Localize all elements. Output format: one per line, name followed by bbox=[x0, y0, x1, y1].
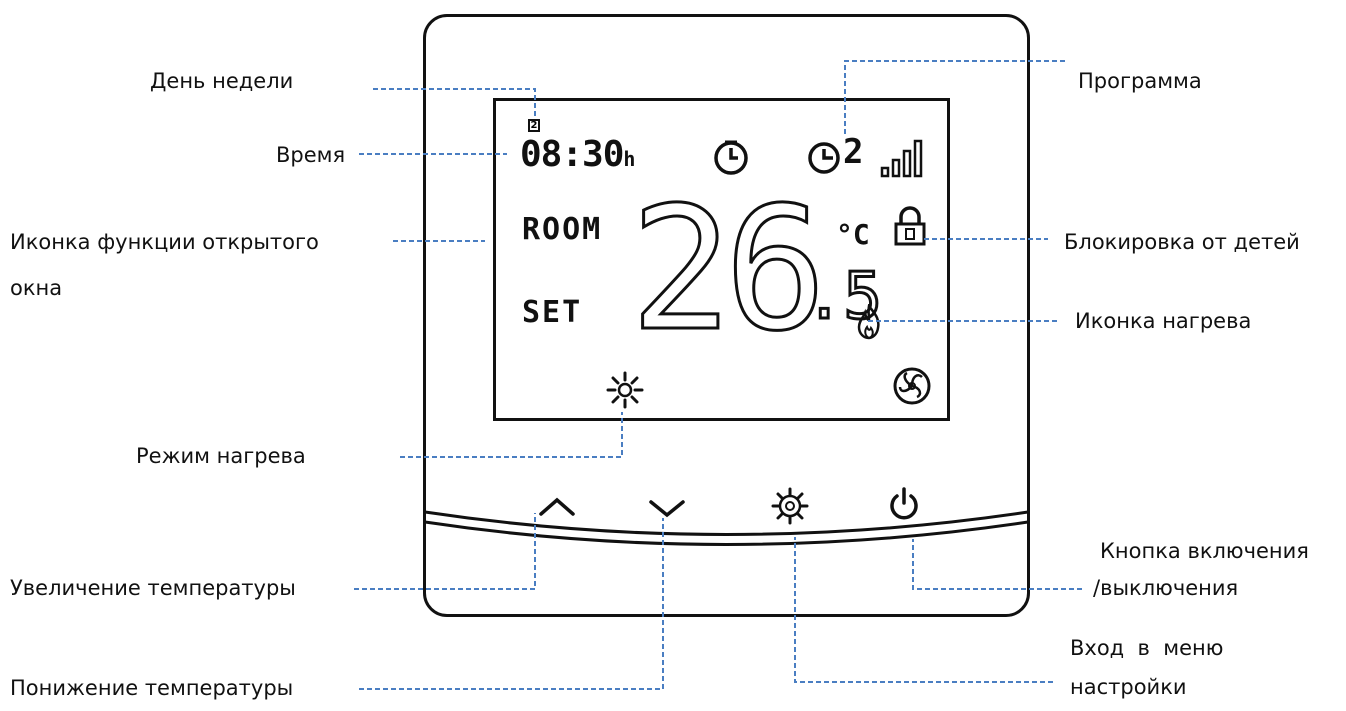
label-heating-icon: Иконка нагрева bbox=[1075, 309, 1252, 333]
signal-bars-icon bbox=[880, 139, 923, 178]
label-heating-mode: Режим нагрева bbox=[136, 444, 306, 468]
day-number: 2 bbox=[530, 120, 538, 131]
label-power-1: Кнопка включения bbox=[1100, 539, 1309, 563]
chevron-up-icon[interactable] bbox=[537, 486, 577, 526]
time-display: 08:30h bbox=[520, 134, 635, 175]
label-time: Время bbox=[276, 143, 346, 167]
day-of-week-indicator: 2 bbox=[528, 119, 540, 132]
label-day-of-week: День недели bbox=[150, 69, 294, 93]
thermostat-body bbox=[423, 14, 1030, 617]
label-open-window-1: Иконка функции открытого bbox=[10, 230, 319, 254]
label-temp-down: Понижение температуры bbox=[10, 676, 294, 700]
set-label: SET bbox=[522, 295, 583, 330]
label-settings-1: Вход в меню bbox=[1070, 636, 1224, 660]
lcd-screen bbox=[493, 98, 950, 421]
label-temp-up: Увеличение температуры bbox=[10, 576, 296, 600]
label-settings-2: настройки bbox=[1070, 675, 1187, 699]
program-number: 2 bbox=[843, 132, 864, 172]
label-child-lock: Блокировка от детей bbox=[1064, 230, 1300, 254]
lock-icon bbox=[894, 206, 926, 246]
fan-icon bbox=[893, 367, 931, 405]
temperature-main: 26 bbox=[629, 171, 829, 369]
power-icon[interactable] bbox=[884, 484, 924, 524]
gear-icon[interactable] bbox=[770, 486, 810, 526]
unit-label: °C bbox=[836, 218, 870, 251]
label-power-2: /выключения bbox=[1093, 576, 1239, 600]
sun-icon bbox=[606, 371, 644, 409]
clock-icon bbox=[714, 140, 748, 175]
time-unit: h bbox=[623, 147, 635, 171]
label-program: Программа bbox=[1078, 69, 1202, 93]
time-value: 08:30 bbox=[520, 134, 624, 175]
chevron-down-icon[interactable] bbox=[647, 486, 687, 526]
room-label: ROOM bbox=[522, 212, 603, 247]
label-open-window-2: окна bbox=[10, 276, 63, 300]
program-clock-icon bbox=[808, 142, 840, 174]
